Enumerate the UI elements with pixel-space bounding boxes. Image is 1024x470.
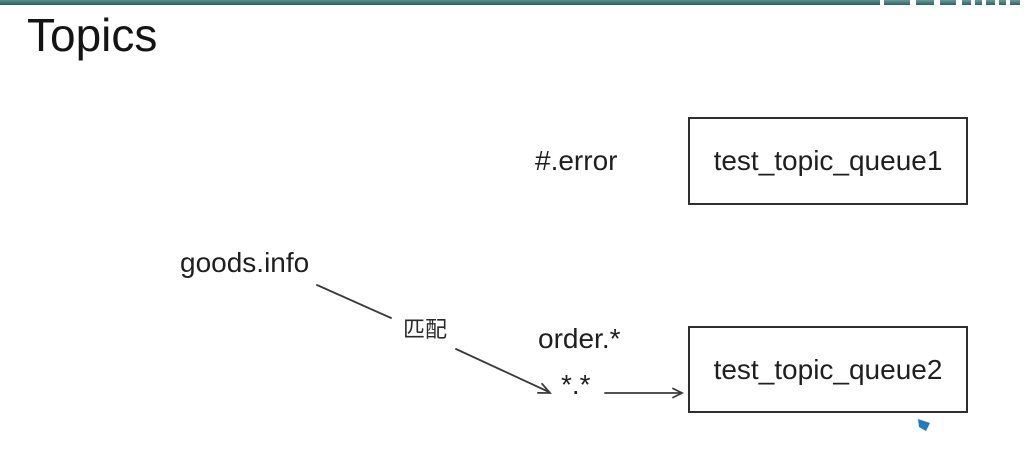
routing-pattern-order-star: order.* — [538, 323, 621, 354]
match-annotation: 匹配 — [403, 317, 448, 342]
queue-node-label: test_topic_queue1 — [713, 145, 943, 176]
queue-node-test-topic-queue1: test_topic_queue1 — [688, 117, 968, 205]
line-goodsinfo-to-match — [316, 284, 392, 319]
queue-node-test-topic-queue2: test_topic_queue2 — [688, 326, 968, 413]
arrowhead-icon — [537, 382, 552, 394]
routing-pattern-star-star: *.* — [561, 369, 591, 400]
top-accent-bar — [0, 0, 880, 5]
page-title: Topics — [27, 9, 158, 61]
queue-node-label: test_topic_queue2 — [713, 353, 943, 385]
cursor-icon — [918, 419, 930, 431]
arrow-match-to-starstar — [455, 348, 550, 393]
routing-key-goods-info: goods.info — [180, 247, 310, 278]
arrowhead-icon — [672, 387, 685, 399]
routing-pattern-hash-error: #.error — [535, 145, 618, 176]
